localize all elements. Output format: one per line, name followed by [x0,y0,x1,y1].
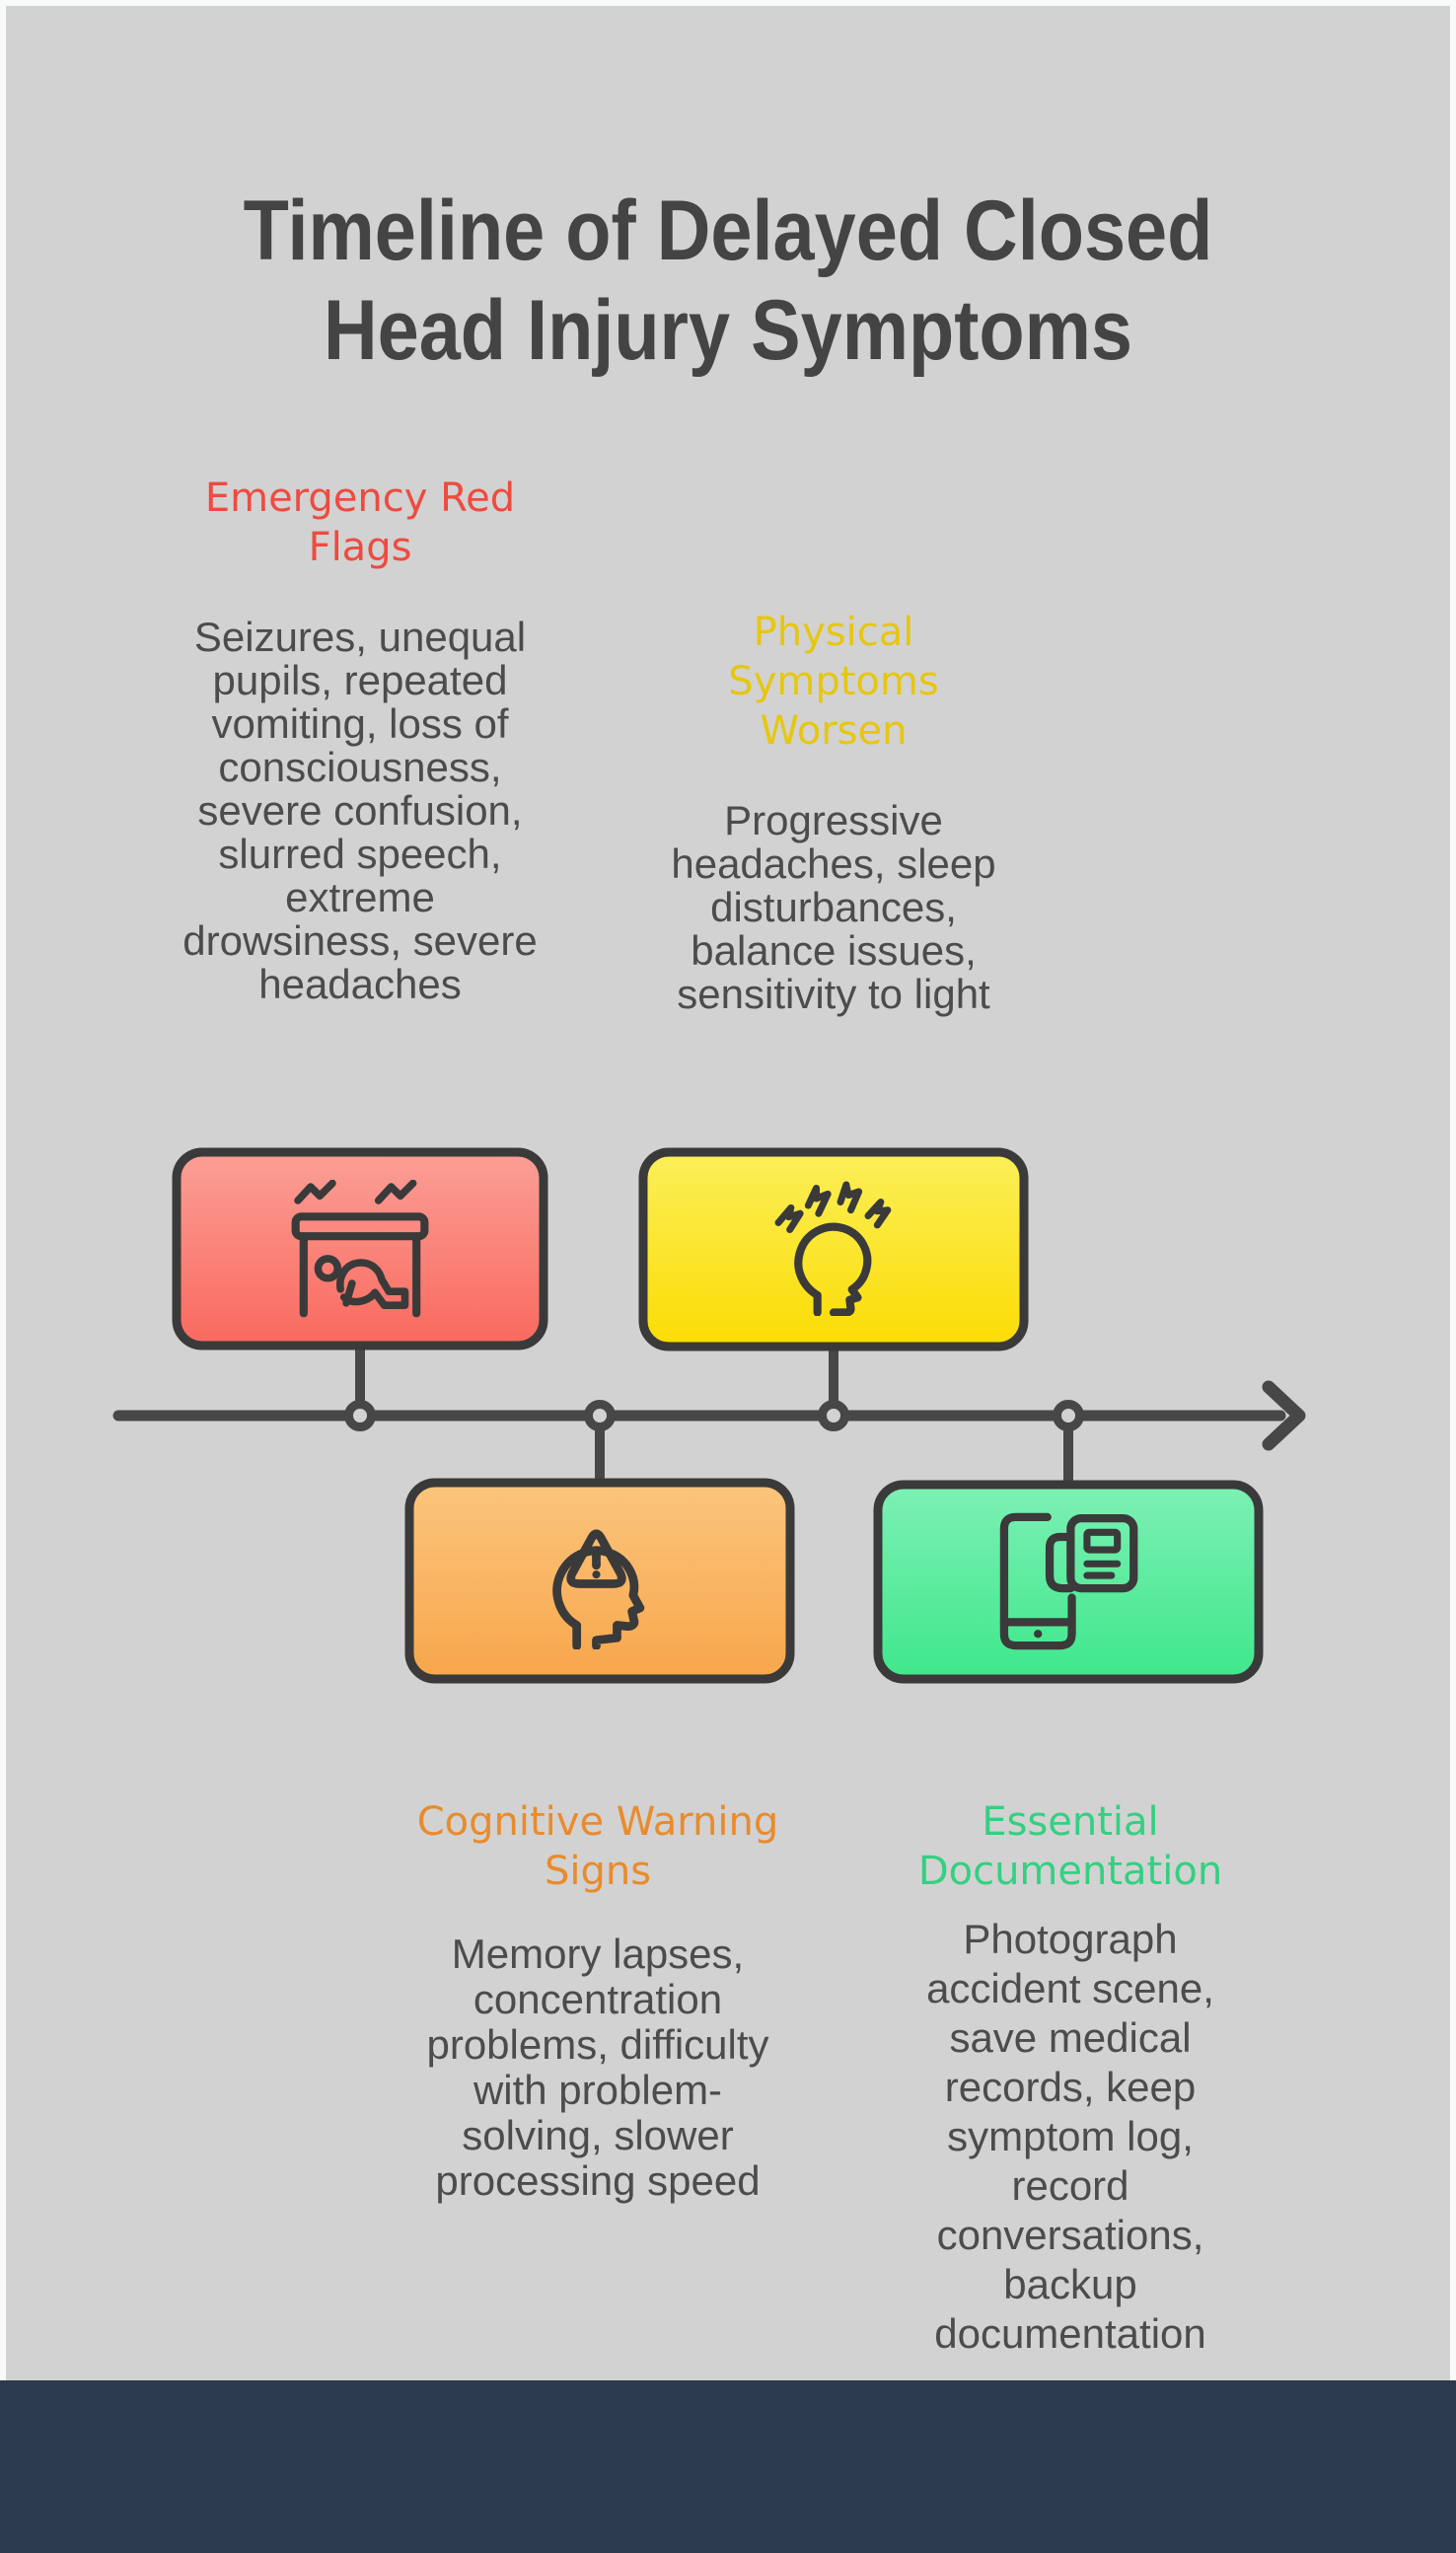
seizure-under-table-icon [291,1180,429,1318]
timeline-node-1 [344,1400,376,1431]
timeline-diagram [112,1147,1306,1684]
section-heading: Physical Symptoms Worsen [728,610,939,754]
timeline-node-4 [1053,1400,1084,1431]
section-body: Progressive headaches, sleep disturbance… [671,797,996,1017]
section-emergency-red-flags: Emergency Red Flags Seizures, unequal pu… [175,474,546,1006]
section-physical-symptoms: Physical Symptoms Worsen Progressive hea… [666,608,1001,1016]
head-warning-triangle-icon [552,1529,645,1649]
timeline-connectors [355,1341,1073,1490]
phone-document-icon [999,1512,1138,1650]
arrow-right-icon [1262,1380,1306,1451]
section-cognitive-warning-signs: Cognitive Warning Signs Memory lapses, c… [415,1797,780,2204]
milestone-box-emergency [172,1147,548,1350]
section-essential-documentation: Essential Documentation Photograph accid… [908,1797,1233,2359]
milestone-box-physical [638,1147,1029,1351]
section-heading: Emergency Red Flags [204,475,516,570]
section-body: Memory lapses, concentration problems, d… [426,1931,769,2204]
headache-lightning-head-icon [774,1181,892,1316]
section-body: Seizures, unequal pupils, repeated vomit… [182,614,538,1007]
timeline-node-2 [584,1400,616,1431]
section-heading: Cognitive Warning Signs [416,1799,779,1894]
section-body: Photograph accident scene, save medical … [926,1916,1214,2357]
footer-bar [0,2380,1456,2553]
timeline-nodes [344,1400,1084,1431]
page-title: Timeline of Delayed Closed Head Injury S… [243,183,1213,378]
section-heading: Essential Documentation [917,1799,1223,1894]
timeline-node-3 [818,1400,849,1431]
